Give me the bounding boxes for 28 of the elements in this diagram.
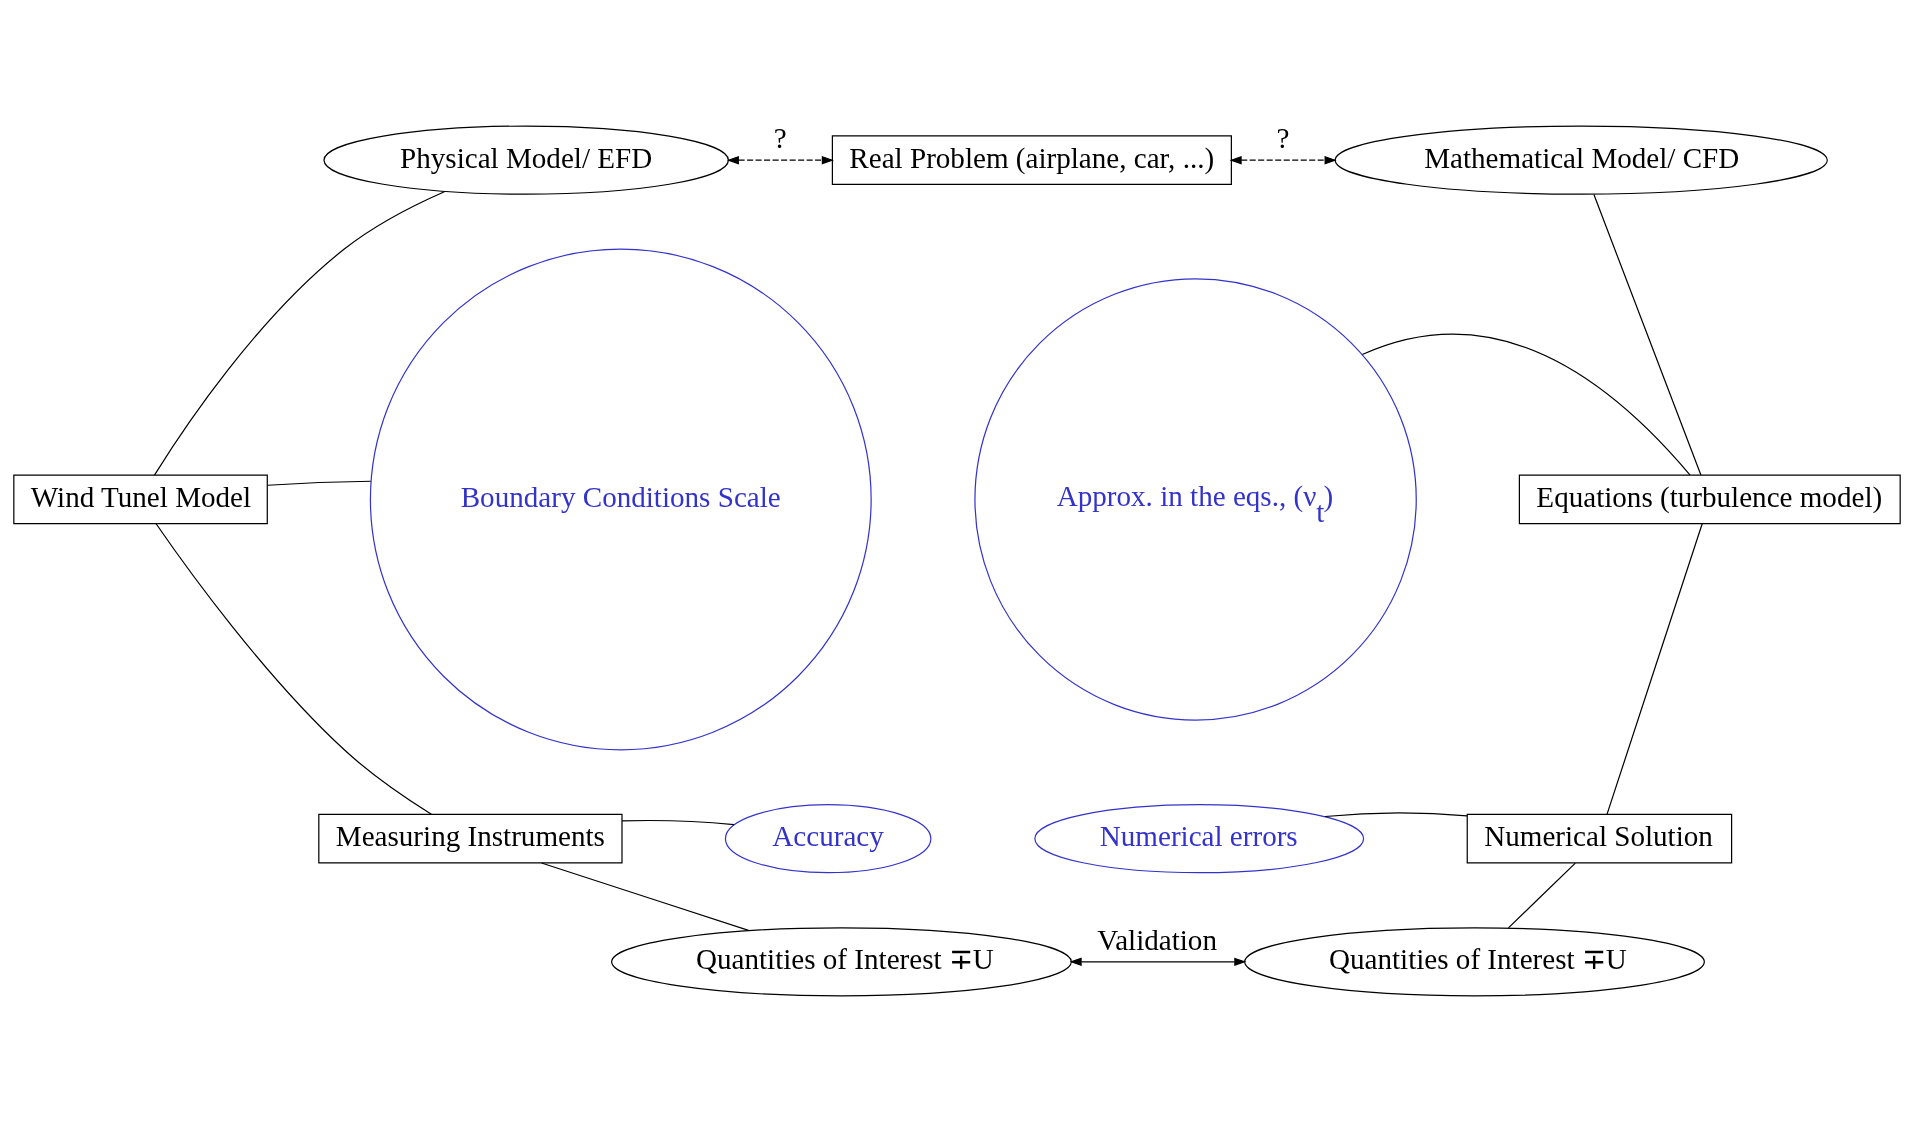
- node-ellipse: Mathematical Model/ CFD: [1334, 125, 1828, 195]
- connector: [621, 819, 735, 825]
- node-ellipse: Accuracy: [724, 803, 932, 873]
- node-box: Numerical Solution: [1466, 813, 1733, 864]
- node-ellipse: Quantities of Interest ∓U: [611, 926, 1072, 996]
- connector: [1606, 522, 1703, 815]
- edge-label: Validation: [1097, 923, 1217, 956]
- arrow: [1069, 957, 1247, 966]
- node-box: Measuring Instruments: [318, 813, 623, 864]
- node-circle: Boundary Conditions Scale: [369, 247, 872, 750]
- node-box: Wind Tunel Model: [13, 474, 268, 524]
- node-ellipse: Numerical errors: [1034, 803, 1365, 873]
- connector: [1361, 333, 1691, 476]
- node-ellipse: Physical Model/ EFD: [323, 125, 729, 195]
- connector: [540, 861, 750, 931]
- connector: [155, 522, 432, 815]
- edge-label: ?: [1276, 121, 1290, 154]
- connector: [267, 480, 372, 486]
- node-box: Equations (turbulence model): [1518, 474, 1901, 524]
- node-box: Real Problem (airplane, car, ...): [831, 134, 1232, 185]
- connector: [153, 190, 445, 476]
- connector: [1507, 862, 1576, 928]
- arrow: [1229, 155, 1337, 164]
- node-ellipse: Quantities of Interest ∓U: [1244, 926, 1705, 996]
- connector: [1593, 193, 1702, 476]
- connector: [1324, 811, 1468, 817]
- arrow: [726, 155, 834, 164]
- edge-label: ?: [773, 121, 787, 154]
